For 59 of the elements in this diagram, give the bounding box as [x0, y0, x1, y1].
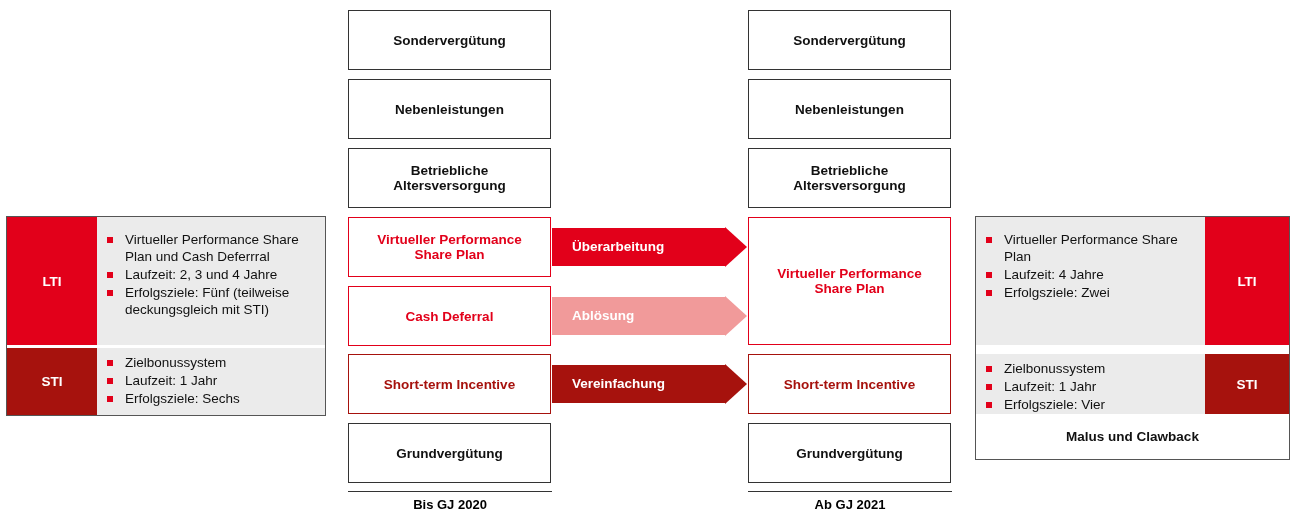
arrow	[552, 296, 747, 336]
bullet-text: Virtueller Performance Share Plan	[984, 231, 1197, 265]
bullet-text: Laufzeit: 1 Jahr	[105, 372, 317, 389]
component-box	[348, 79, 551, 139]
component-box	[348, 217, 551, 277]
box-label: Nebenleistungen	[395, 101, 504, 117]
bullet-text: Erfolgsziele: Sechs	[105, 390, 317, 407]
arrow	[552, 364, 747, 404]
box-label: Virtueller Performance Share Plan	[776, 266, 923, 296]
box-label: Malus und Clawback	[1066, 429, 1199, 444]
component-box	[748, 148, 951, 208]
bullet-text: Erfolgsziele: Fünf (teilweise deckungsgleich mit STI)	[105, 284, 317, 318]
bullet-text: Laufzeit: 4 Jahre	[984, 266, 1197, 283]
column-caption: Ab GJ 2021	[813, 497, 887, 512]
box-label: LTI	[1237, 273, 1257, 289]
component-box	[348, 423, 551, 483]
component-box	[748, 354, 951, 414]
edge-label: Vereinfachung	[572, 376, 666, 392]
component-box	[348, 148, 551, 208]
component-box	[348, 10, 551, 70]
component-box	[748, 10, 951, 70]
column-caption: Bis GJ 2020	[412, 497, 488, 512]
box-label: LTI	[42, 273, 62, 289]
box-label: Short-term Incentive	[783, 376, 916, 392]
bullet-text: Zielbonussystem	[105, 354, 317, 371]
box-label: Betriebliche Altersversorgung	[392, 163, 507, 193]
box-label: STI	[41, 374, 63, 389]
component-box	[748, 79, 951, 139]
box-label: Cash Deferral	[405, 308, 494, 324]
category-tag	[1205, 354, 1289, 414]
box-label: Betriebliche Altersversorgung	[792, 163, 907, 193]
box-label: STI	[1236, 376, 1258, 392]
component-box	[748, 217, 951, 345]
category-tag	[1205, 217, 1289, 345]
bullet-text: Laufzeit: 1 Jahr	[984, 378, 1197, 395]
detail-panel	[976, 354, 1205, 414]
edge-label: Überarbeitung	[572, 239, 665, 255]
detail-panel	[976, 217, 1205, 345]
box-label: Short-term Incentive	[383, 376, 516, 392]
detail-panel	[97, 348, 325, 415]
arrow	[552, 227, 747, 267]
edge-label: Ablösung	[572, 308, 635, 324]
detail-panel	[97, 217, 325, 345]
component-box	[348, 354, 551, 414]
bullet-text: Virtueller Performance Share Plan und Cash Deferrral	[105, 231, 317, 265]
box-label: Grundvergütung	[396, 445, 503, 461]
bullet-text: Erfolgsziele: Zwei	[984, 284, 1197, 301]
box-label: Grundvergütung	[796, 445, 903, 461]
box-label: Virtueller Performance Share Plan	[376, 232, 523, 262]
bullet-text: Laufzeit: 2, 3 und 4 Jahre	[105, 266, 317, 283]
category-tag	[7, 217, 97, 345]
component-box	[748, 423, 951, 483]
bullet-text: Zielbonussystem	[984, 360, 1197, 377]
category-tag	[7, 348, 97, 415]
component-box	[348, 286, 551, 346]
bullet-text: Erfolgsziele: Vier	[984, 396, 1197, 413]
box-label: Sondervergütung	[793, 32, 906, 48]
box-label: Nebenleistungen	[795, 101, 904, 117]
box-label: Sondervergütung	[393, 32, 506, 48]
